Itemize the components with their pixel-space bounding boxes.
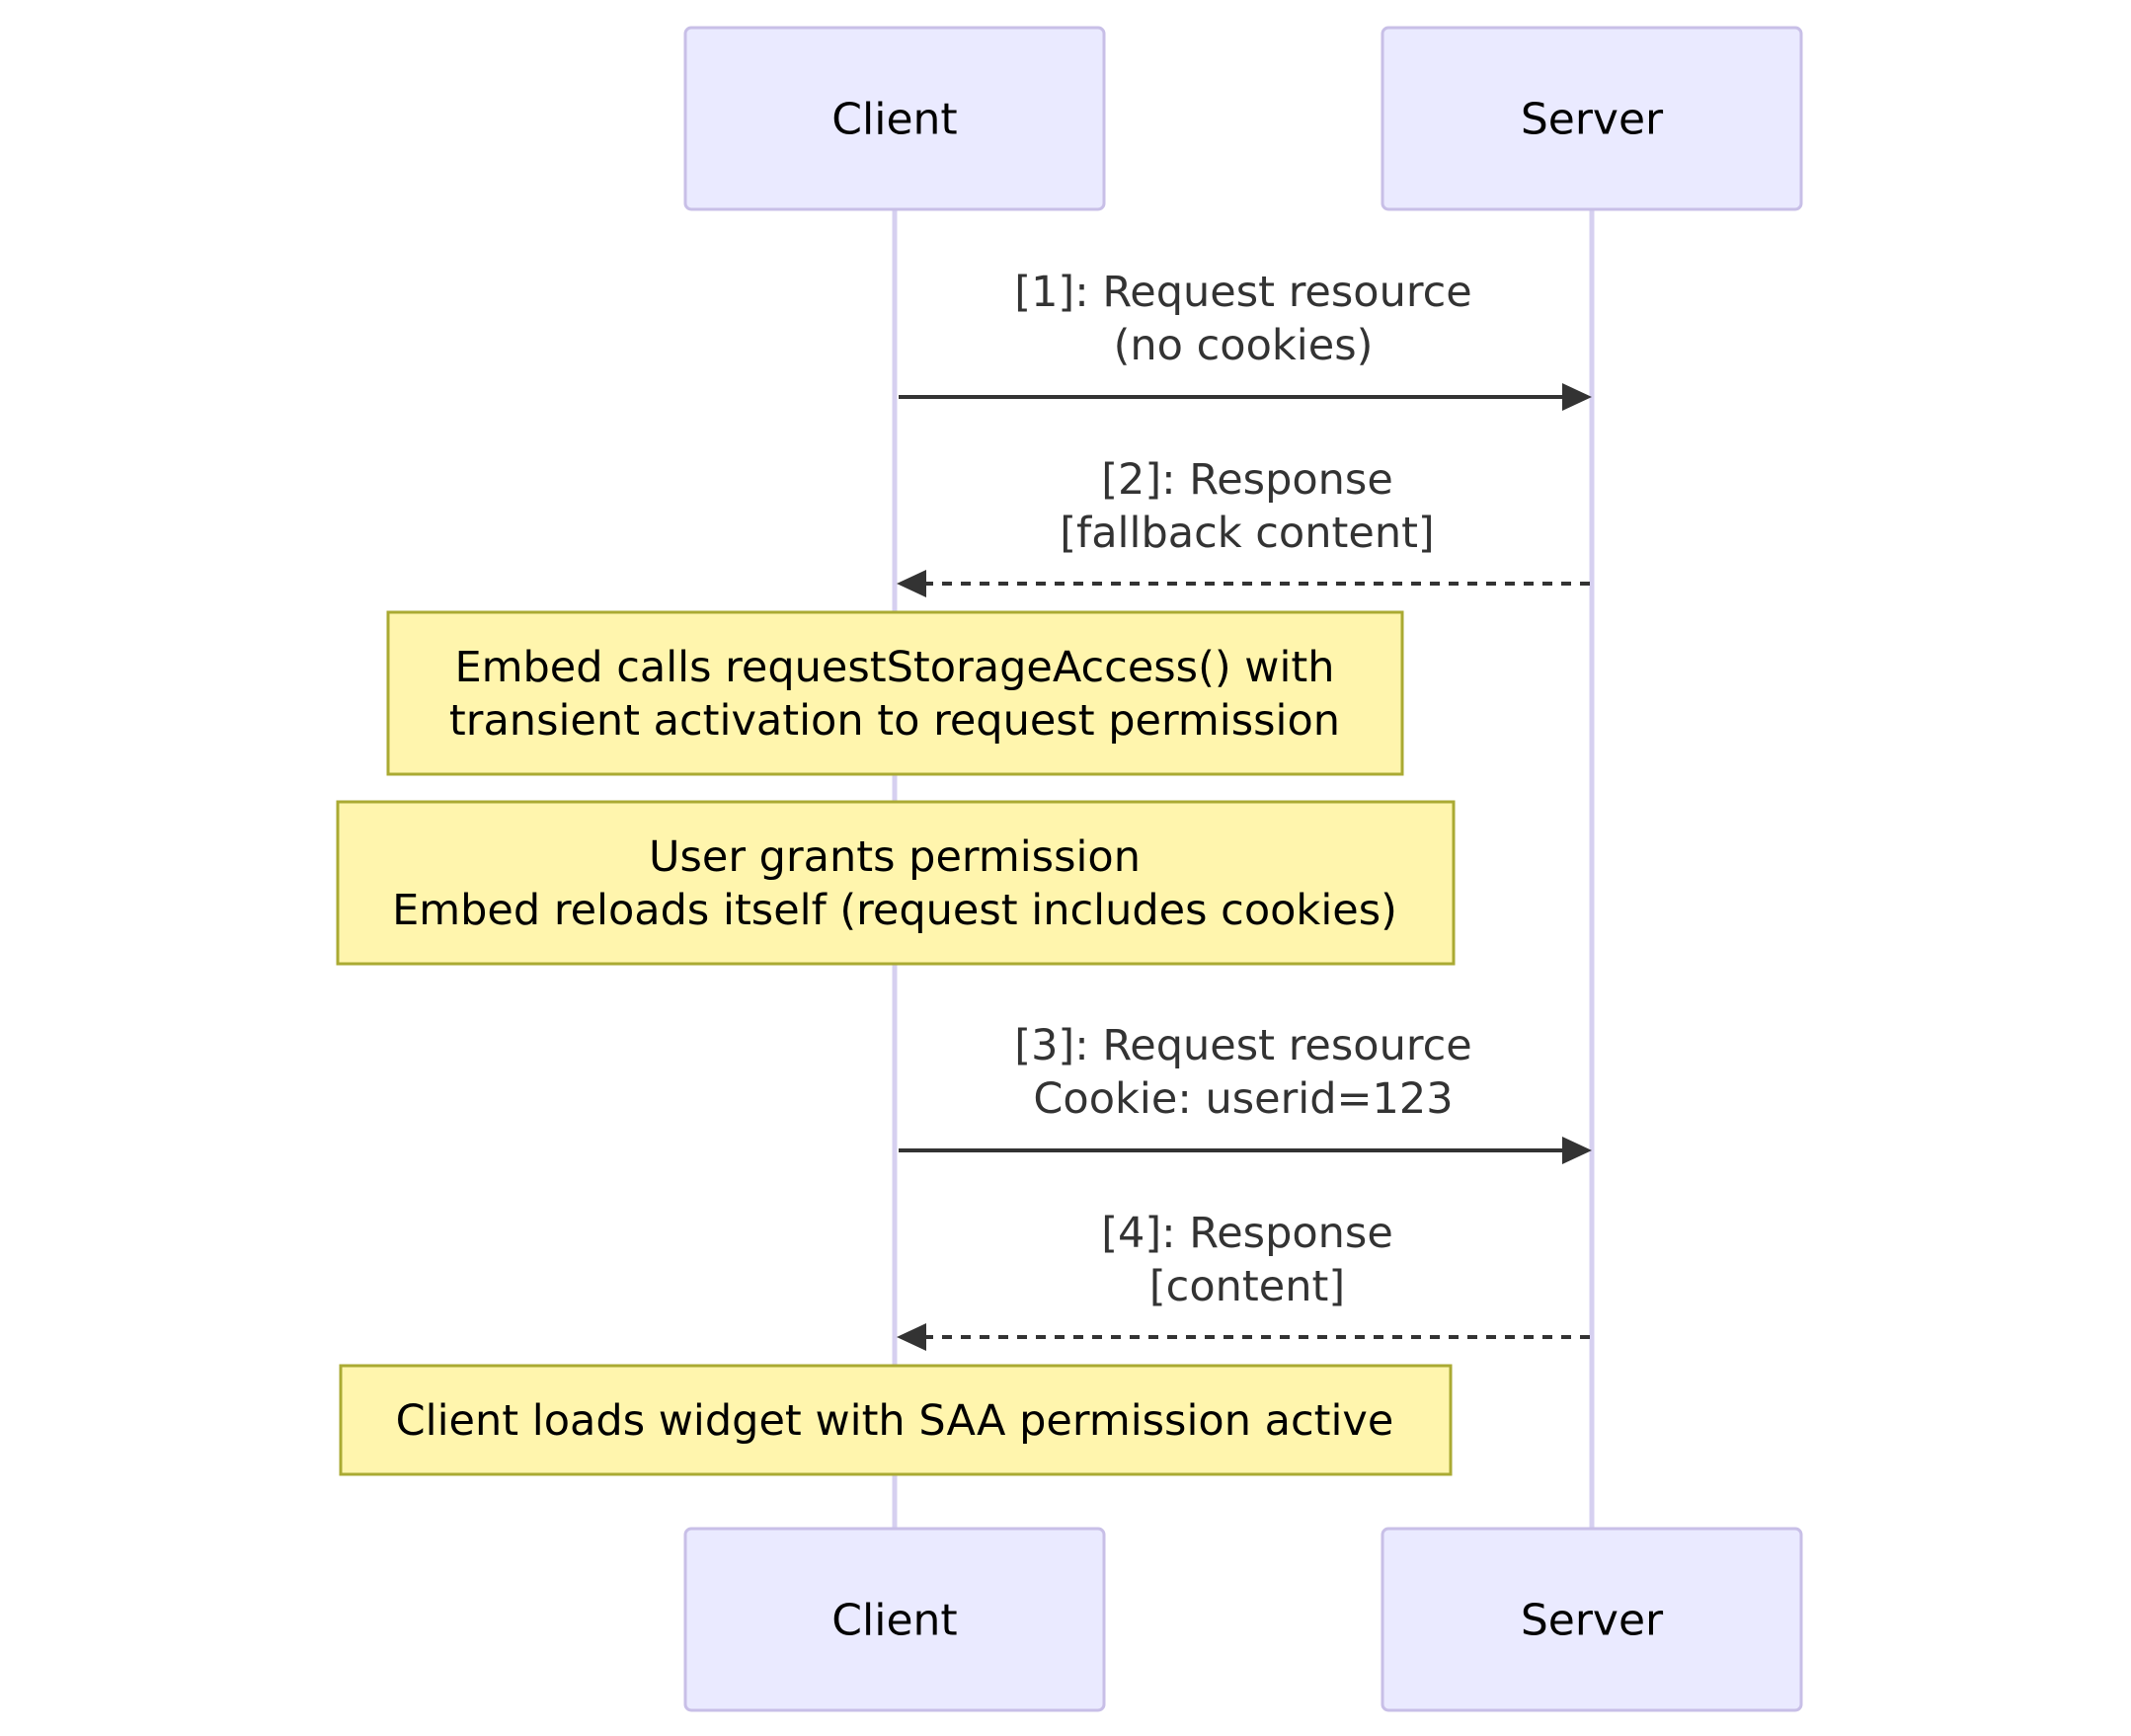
participant-server-bottom: Server — [1381, 1527, 1803, 1712]
message-2: [2]: Response [fallback content] — [897, 455, 1590, 597]
participant-server-label: Server — [1521, 95, 1664, 145]
message-4: [4]: Response [content] — [897, 1209, 1590, 1351]
message-1-label-line-2: (no cookies) — [1114, 321, 1374, 370]
note-2: User grants permission Embed reloads its… — [336, 800, 1456, 966]
note-2-line-1: User grants permission — [649, 832, 1141, 882]
message-4-label-line-1: [4]: Response — [1101, 1209, 1393, 1258]
participant-client-bottom: Client — [683, 1527, 1106, 1712]
message-2-label-line-1: [2]: Response — [1101, 455, 1393, 505]
message-3: [3]: Request resource Cookie: userid=123 — [899, 1021, 1592, 1164]
note-1: Embed calls requestStorageAccess() with … — [386, 610, 1404, 776]
message-3-label-line-1: [3]: Request resource — [1014, 1021, 1471, 1070]
message-4-arrowhead — [897, 1323, 926, 1351]
participant-client-top: Client — [683, 26, 1106, 211]
message-2-label-line-2: [fallback content] — [1060, 509, 1434, 558]
message-2-arrowhead — [897, 570, 926, 597]
participant-server-bottom-label: Server — [1521, 1596, 1664, 1646]
message-1-arrowhead — [1562, 383, 1592, 411]
note-2-line-2: Embed reloads itself (request includes c… — [392, 886, 1397, 935]
note-1-line-2: transient activation to request permissi… — [449, 696, 1340, 746]
note-1-line-1: Embed calls requestStorageAccess() with — [454, 643, 1334, 692]
participant-server-top: Server — [1381, 26, 1803, 211]
message-3-arrowhead — [1562, 1137, 1592, 1164]
participant-client-label: Client — [831, 95, 957, 145]
message-1: [1]: Request resource (no cookies) — [899, 268, 1592, 411]
participant-client-bottom-label: Client — [831, 1596, 957, 1646]
message-1-label-line-1: [1]: Request resource — [1014, 268, 1471, 317]
message-3-label-line-2: Cookie: userid=123 — [1033, 1074, 1453, 1124]
note-3-line-1: Client loads widget with SAA permission … — [396, 1396, 1394, 1446]
note-3: Client loads widget with SAA permission … — [339, 1364, 1453, 1476]
message-4-label-line-2: [content] — [1149, 1262, 1345, 1311]
